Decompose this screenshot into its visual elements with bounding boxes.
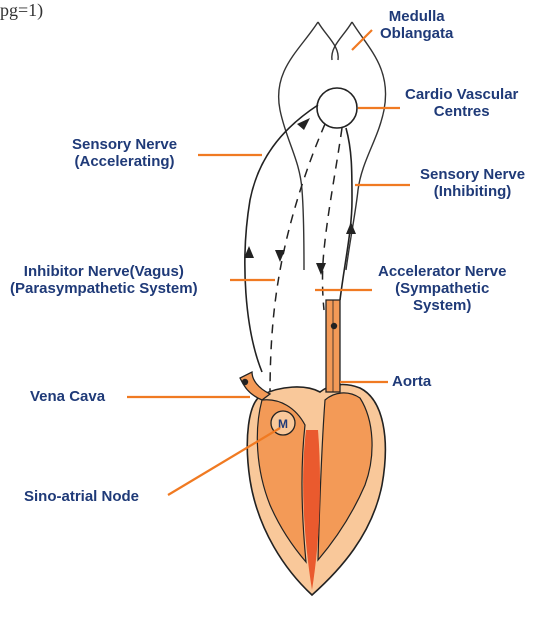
label-sensory-inh-line2: (Inhibiting)	[420, 183, 525, 200]
label-sensory-inh-line1: Sensory Nerve	[420, 166, 525, 183]
label-inhibitor-nerve: Inhibitor Nerve(Vagus) (Parasympathetic …	[10, 263, 198, 297]
label-sensory-nerve-inhibiting: Sensory Nerve (Inhibiting)	[420, 166, 525, 200]
vena-cava-vessel	[240, 372, 270, 400]
label-accelerator-nerve: Accelerator Nerve (Sympathetic System)	[378, 263, 506, 314]
cardio-vascular-centre	[317, 88, 357, 128]
label-medulla-oblangata: Medulla Oblangata	[380, 8, 453, 42]
label-accelerator-line3: System)	[378, 297, 506, 314]
label-inhibitor-line2: (Parasympathetic System)	[10, 280, 198, 297]
vena-cava-receptor	[242, 379, 248, 385]
label-accelerator-line2: (Sympathetic	[378, 280, 506, 297]
label-sensory-acc-line1: Sensory Nerve	[72, 136, 177, 153]
label-medulla-line2: Oblangata	[380, 25, 453, 42]
heart: M	[240, 300, 385, 595]
sensory-inhibiting-arrowhead	[346, 222, 356, 234]
label-vena-cava: Vena Cava	[30, 388, 105, 405]
accelerator-nerve-path	[323, 128, 343, 310]
label-accelerator-line1: Accelerator Nerve	[378, 263, 506, 280]
label-cardio-line1: Cardio Vascular	[405, 86, 518, 103]
label-sino-atrial-node: Sino-atrial Node	[24, 488, 139, 505]
label-cardio-line2: Centres	[405, 103, 518, 120]
aorta-receptor	[331, 323, 337, 329]
label-sensory-nerve-accelerating: Sensory Nerve (Accelerating)	[72, 136, 177, 170]
label-sensory-acc-line2: (Accelerating)	[72, 153, 177, 170]
medulla-outline	[279, 22, 386, 270]
inhibitor-arrowhead	[275, 250, 285, 262]
sensory-nerve-accelerating-path	[245, 105, 318, 372]
label-cardio-vascular-centres: Cardio Vascular Centres	[405, 86, 518, 120]
accelerator-arrowhead	[316, 263, 326, 275]
label-aorta: Aorta	[392, 373, 431, 390]
label-medulla-line1: Medulla	[380, 8, 453, 25]
sensory-nerve-inhibiting-path	[340, 128, 352, 300]
label-inhibitor-line1: Inhibitor Nerve(Vagus)	[10, 263, 198, 280]
